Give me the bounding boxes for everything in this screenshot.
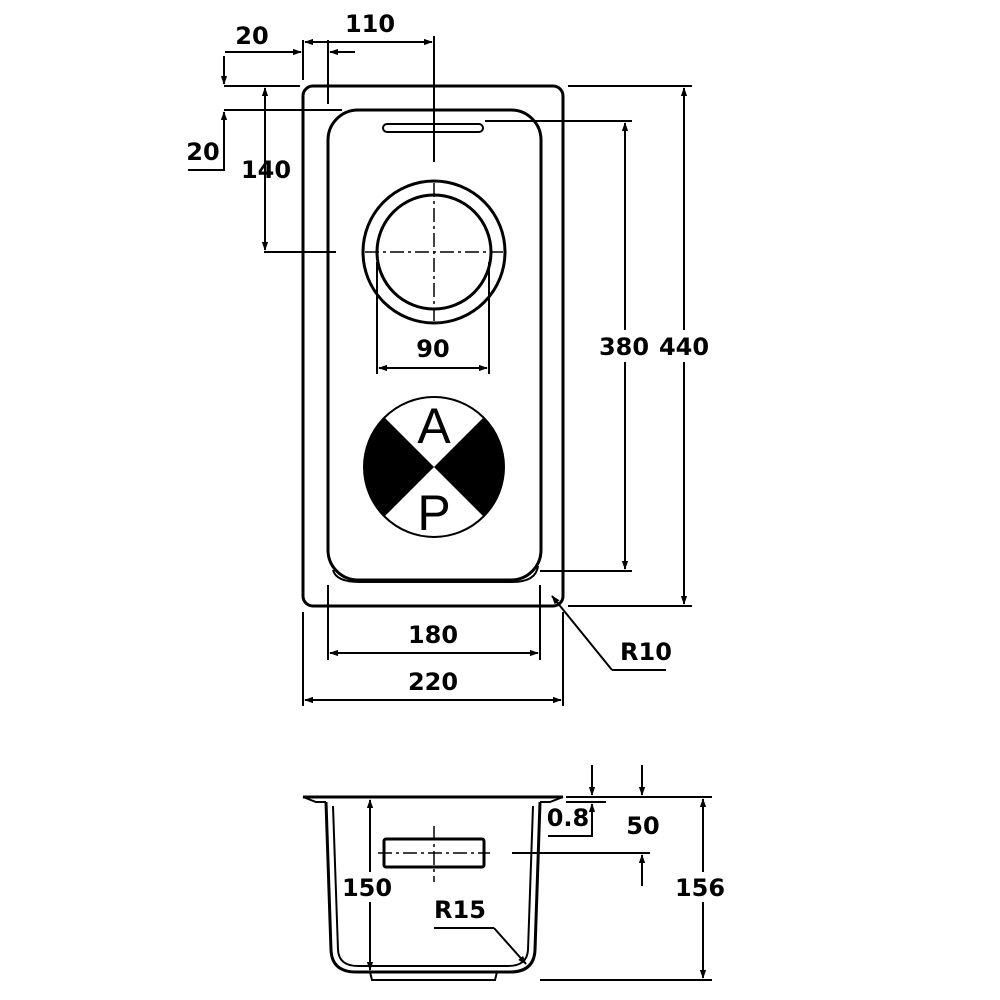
dim-waste-dia: 90 (376, 262, 490, 374)
dim-thickness-label: 0.8 (547, 804, 590, 832)
dim-overall-depth: 156 (540, 798, 730, 981)
top-view: A P 20 110 20 1 (186, 10, 710, 706)
dim-offset-x-label: 20 (235, 22, 268, 50)
logo-right-quadrant (434, 417, 505, 517)
waste-outer-ring (361, 179, 507, 325)
dim-inner-radius-label: R15 (434, 896, 486, 924)
dim-waste-x-label: 110 (345, 10, 395, 38)
dim-bowl-width: 180 (327, 585, 541, 660)
dim-thickness: 0.8 (547, 765, 606, 837)
dim-corner-radius-label: R10 (620, 638, 672, 666)
dim-inner-radius: R15 (434, 896, 527, 965)
dim-overall-depth-label: 156 (675, 874, 725, 902)
dim-overall-width: 220 (302, 612, 564, 706)
section-bowl-outer (324, 801, 542, 974)
dim-offset-y: 20 (186, 56, 342, 171)
dim-overall-length-label: 440 (659, 333, 709, 361)
dim-waste-dia-label: 90 (416, 335, 449, 363)
dim-bowl-length: 380 (485, 120, 650, 572)
logo-letter-top: A (417, 398, 451, 454)
dim-offset-x: 20 (225, 22, 355, 104)
dim-overall-width-label: 220 (408, 668, 458, 696)
dim-overflow-offset: 50 (512, 765, 712, 886)
sink-bowl-inner-edge (332, 565, 539, 583)
waste-outlet (361, 179, 507, 325)
dim-waste-y-label: 140 (241, 156, 291, 184)
dim-bowl-depth-label: 150 (342, 874, 392, 902)
dim-bowl-width-label: 180 (408, 621, 458, 649)
dim-overall-length: 440 (568, 85, 710, 607)
dim-waste-y: 140 (241, 87, 336, 253)
dim-waste-x: 110 (304, 10, 435, 162)
dim-offset-y-label: 20 (186, 138, 219, 166)
ap-logo: A P (363, 396, 505, 541)
dim-bowl-depth: 150 (340, 799, 392, 971)
dim-corner-radius: R10 (551, 595, 672, 671)
logo-letter-bottom: P (417, 485, 450, 541)
section-view: 150 0.8 50 156 R15 (302, 765, 730, 981)
logo-left-quadrant (363, 417, 434, 517)
dim-bowl-length-label: 380 (599, 333, 649, 361)
dim-overflow-offset-label: 50 (626, 812, 659, 840)
